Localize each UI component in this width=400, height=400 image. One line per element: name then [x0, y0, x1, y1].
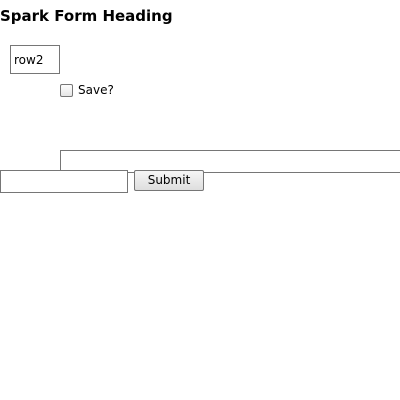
save-checkbox-label: Save?: [78, 83, 114, 97]
submit-button[interactable]: Submit: [134, 170, 204, 191]
wide-text-field[interactable]: [60, 150, 400, 173]
form-heading: Spark Form Heading: [0, 7, 173, 25]
save-checkbox[interactable]: [60, 83, 73, 97]
save-checkbox-group[interactable]: Save?: [60, 82, 114, 98]
bottom-text-input[interactable]: [0, 170, 128, 193]
row-input[interactable]: [10, 45, 60, 74]
